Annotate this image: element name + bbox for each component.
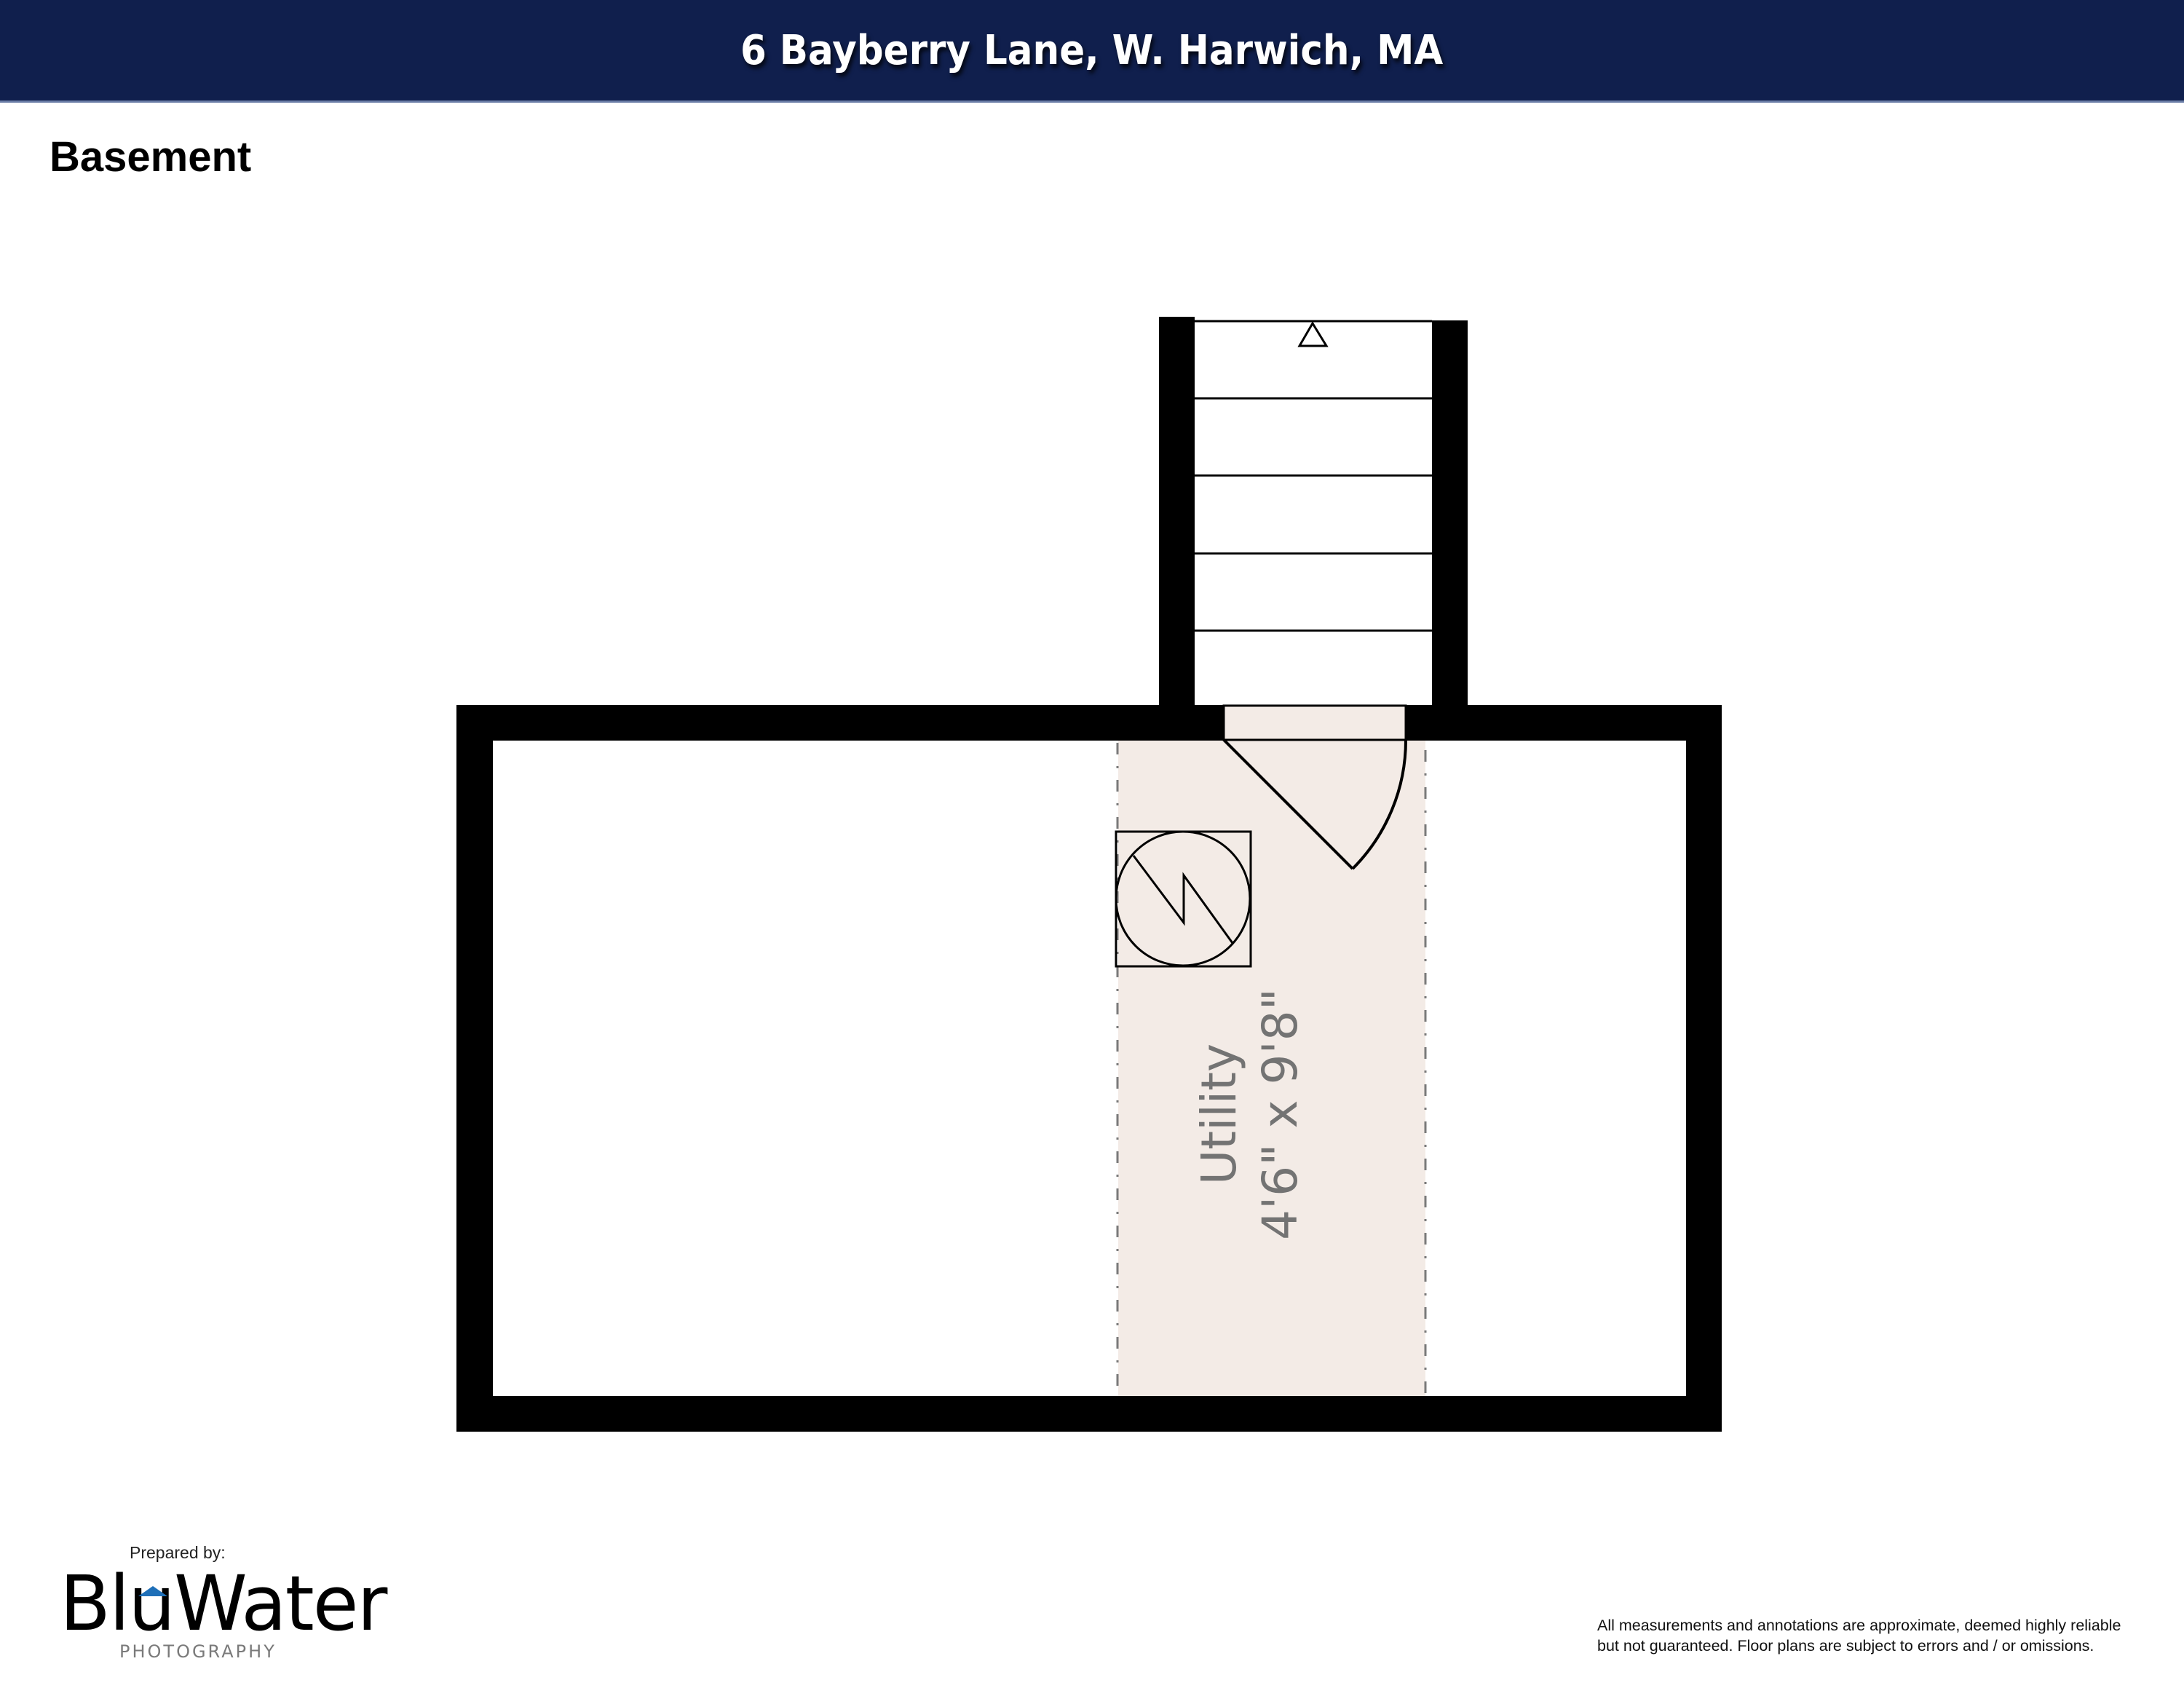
- swing-door-icon: [1222, 738, 1408, 870]
- bluwater-logo: BluWater PHOTOGRAPHY: [60, 1566, 387, 1668]
- floor-level-label: Basement: [50, 133, 252, 181]
- room-name: Utility: [1191, 1043, 1247, 1186]
- prepared-by-label: Prepared by:: [130, 1543, 226, 1562]
- exterior-walls: [456, 705, 1722, 1432]
- logo-wordmark: BluWater: [60, 1559, 387, 1648]
- stairs-up-arrow-icon: [1297, 321, 1329, 347]
- header-banner: 6 Bayberry Lane, W. Harwich, MA: [0, 0, 2184, 103]
- water-heater-icon: [1115, 830, 1252, 968]
- disclaimer-text: All measurements and annotations are app…: [1597, 1615, 2151, 1656]
- house-roof-icon: [138, 1586, 167, 1596]
- room-dimensions: 4'6" x 9'8": [1252, 988, 1308, 1240]
- disclaimer-line-1: All measurements and annotations are app…: [1597, 1617, 2121, 1634]
- property-address-title: 6 Bayberry Lane, W. Harwich, MA: [740, 26, 1444, 74]
- utility-room-area: [1118, 741, 1425, 1396]
- stairs: [1159, 317, 1468, 741]
- door-threshold: [1222, 704, 1407, 741]
- logo-subtitle: PHOTOGRAPHY: [119, 1641, 277, 1662]
- disclaimer-line-2: but not guaranteed. Floor plans are subj…: [1597, 1637, 2094, 1655]
